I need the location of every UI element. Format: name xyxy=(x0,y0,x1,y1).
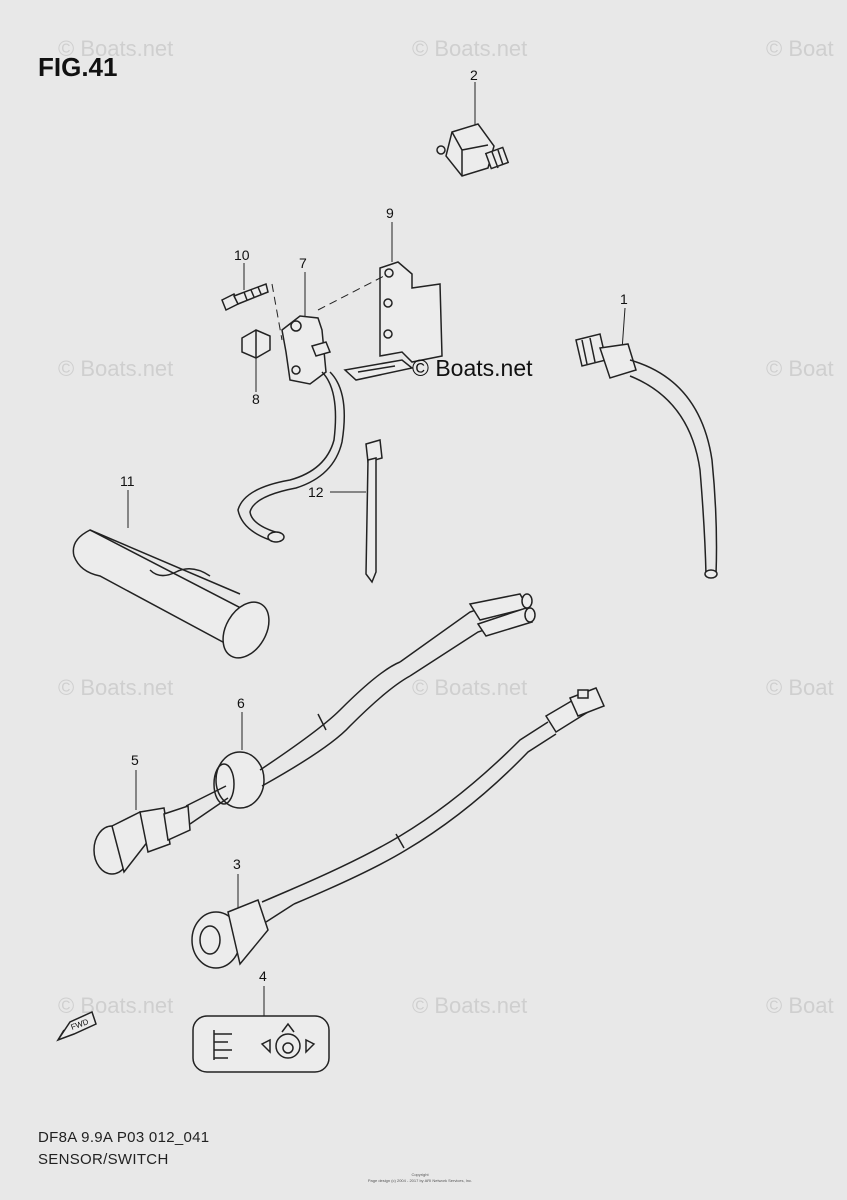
callout-11: 11 xyxy=(120,473,135,489)
fwd-arrow-icon: FWD xyxy=(56,1010,97,1042)
watermark: © Boats.net xyxy=(58,36,174,61)
part-grommet[interactable] xyxy=(213,712,265,809)
watermark: © Boat xyxy=(766,993,834,1018)
callout-3: 3 xyxy=(233,856,241,872)
watermark: © Boats.net xyxy=(412,675,528,700)
part-switch[interactable] xyxy=(237,272,345,543)
model-code: DF8A 9.9A P03 012_041 xyxy=(38,1129,210,1146)
callout-7: 7 xyxy=(299,255,307,271)
callout-6: 6 xyxy=(237,695,245,711)
figure-title: FIG.41 xyxy=(38,52,118,82)
part-switch-bracket[interactable] xyxy=(343,222,443,381)
callout-5: 5 xyxy=(131,752,139,768)
watermark: © Boat xyxy=(766,36,834,61)
watermark: © Boats.net xyxy=(58,993,174,1018)
part-temperature-sensor[interactable] xyxy=(575,307,718,579)
part-nut[interactable] xyxy=(241,329,271,392)
callout-1: 1 xyxy=(620,291,628,307)
part-protector-tube[interactable] xyxy=(72,490,278,666)
watermark: © Boat xyxy=(766,675,834,700)
callout-8: 8 xyxy=(252,391,260,407)
watermark: © Boats.net xyxy=(412,36,528,61)
watermark-main: © Boats.net xyxy=(412,355,533,381)
part-pilot-lamp-connector[interactable] xyxy=(191,687,606,969)
part-pilot-lamp[interactable] xyxy=(93,593,536,875)
section-name: SENSOR/SWITCH xyxy=(38,1151,169,1168)
watermark: © Boats.net xyxy=(412,993,528,1018)
copyright-line-2: Page design (c) 2004 - 2017 by ARI Netwo… xyxy=(367,1178,473,1183)
callout-2: 2 xyxy=(470,67,478,83)
watermark: © Boat xyxy=(766,356,834,381)
callout-4: 4 xyxy=(259,968,267,984)
copyright-line-1: Copyright xyxy=(411,1172,429,1177)
callout-9: 9 xyxy=(386,205,394,221)
part-cable-tie[interactable] xyxy=(330,439,383,584)
watermark: © Boats.net xyxy=(58,356,174,381)
part-indicator-label[interactable] xyxy=(192,986,330,1073)
part-screw[interactable] xyxy=(221,263,269,312)
callout-12: 12 xyxy=(308,484,324,500)
callout-10: 10 xyxy=(234,247,250,263)
part-oil-pressure-switch[interactable] xyxy=(436,82,510,177)
watermark: © Boats.net xyxy=(58,675,174,700)
